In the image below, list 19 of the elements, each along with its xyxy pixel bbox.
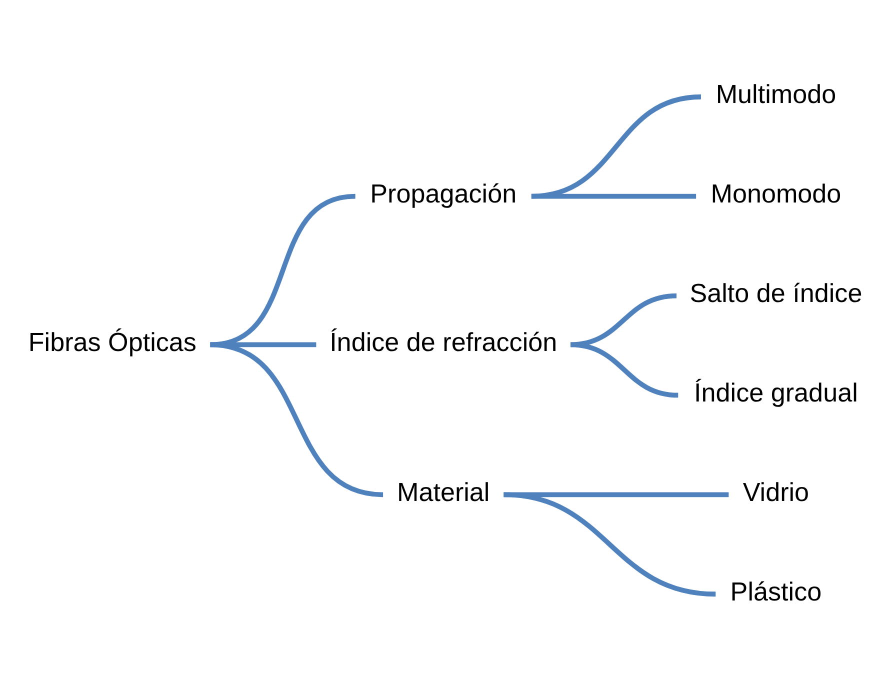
connector bbox=[531, 193, 696, 198]
node-text: Salto de índice bbox=[690, 277, 862, 308]
node-text: Plástico bbox=[730, 576, 822, 606]
connector bbox=[570, 292, 677, 347]
node-text: Fibras Ópticas bbox=[28, 326, 196, 356]
connector bbox=[504, 492, 729, 497]
connector bbox=[531, 94, 702, 198]
connector bbox=[570, 342, 678, 398]
connector bbox=[504, 492, 716, 596]
node-text: Material bbox=[396, 476, 490, 506]
connector bbox=[210, 193, 356, 347]
node-text: Índice gradual bbox=[694, 376, 858, 407]
connector bbox=[210, 342, 316, 347]
node-text: Propagación bbox=[370, 178, 517, 208]
node-text: Vidrio bbox=[742, 476, 810, 506]
node-text: Monomodo bbox=[710, 178, 842, 208]
node-text: Multimodo bbox=[716, 78, 836, 109]
node-text: Índice de refracción bbox=[330, 326, 558, 356]
connector bbox=[210, 342, 384, 497]
